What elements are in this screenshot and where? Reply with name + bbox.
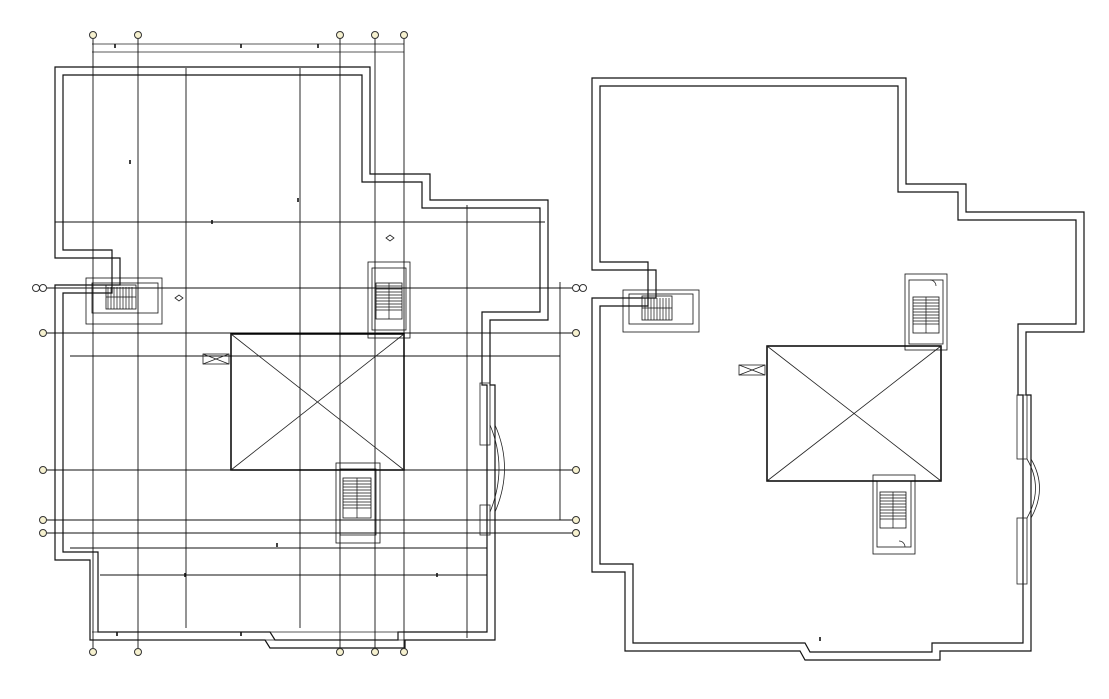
right-stair-south	[872, 474, 916, 555]
north-marker-icon	[385, 234, 395, 242]
right-floor-plan	[591, 77, 1085, 661]
left-central-core	[202, 333, 405, 471]
grid-bubble-icon	[39, 284, 47, 292]
grid-bubble-icon	[39, 329, 47, 337]
grid-bubble-icon	[134, 648, 142, 656]
grid-bubble-icon	[572, 284, 580, 292]
left-floor-plan	[32, 31, 587, 656]
grid-bubble-icon	[572, 329, 580, 337]
right-side-grid-bubbles	[572, 284, 587, 537]
grid-bubble-icon	[400, 31, 408, 39]
left-inner-wall	[62, 74, 541, 641]
left-side-grid-bubbles	[32, 284, 47, 537]
left-horizontal-grid-lines	[40, 221, 580, 576]
right-inner-wall	[599, 85, 1077, 653]
grid-bubble-icon	[336, 648, 344, 656]
left-stair-west	[85, 277, 163, 325]
grid-bubble-icon	[39, 529, 47, 537]
north-marker-icon	[174, 294, 184, 302]
grid-bubble-icon	[572, 529, 580, 537]
grid-bubble-icon	[89, 648, 97, 656]
grid-bubble-icon	[572, 516, 580, 524]
grid-bubble-icon	[371, 648, 379, 656]
grid-bubble-icon	[400, 648, 408, 656]
right-stair-north	[904, 273, 948, 351]
right-east-bay	[1016, 394, 1040, 585]
left-outer-wall	[54, 66, 549, 649]
left-stair-north	[367, 261, 411, 339]
left-vertical-grid-lines	[92, 36, 561, 648]
left-bottom-grid-bubbles	[89, 648, 408, 656]
left-east-bay	[479, 382, 505, 536]
right-central-core	[738, 345, 942, 482]
grid-bubble-icon	[32, 284, 40, 292]
right-stair-west	[622, 289, 700, 333]
grid-bubble-icon	[39, 516, 47, 524]
grid-bubble-icon	[89, 31, 97, 39]
grid-bubble-icon	[134, 31, 142, 39]
right-outer-wall	[591, 77, 1085, 661]
grid-bubble-icon	[371, 31, 379, 39]
grid-bubble-icon	[572, 466, 580, 474]
left-dimension-ticks	[114, 44, 438, 636]
grid-bubble-icon	[579, 284, 587, 292]
left-top-grid-bubbles	[89, 31, 408, 39]
left-stair-south	[335, 462, 381, 544]
grid-bubble-icon	[39, 466, 47, 474]
grid-bubble-icon	[336, 31, 344, 39]
